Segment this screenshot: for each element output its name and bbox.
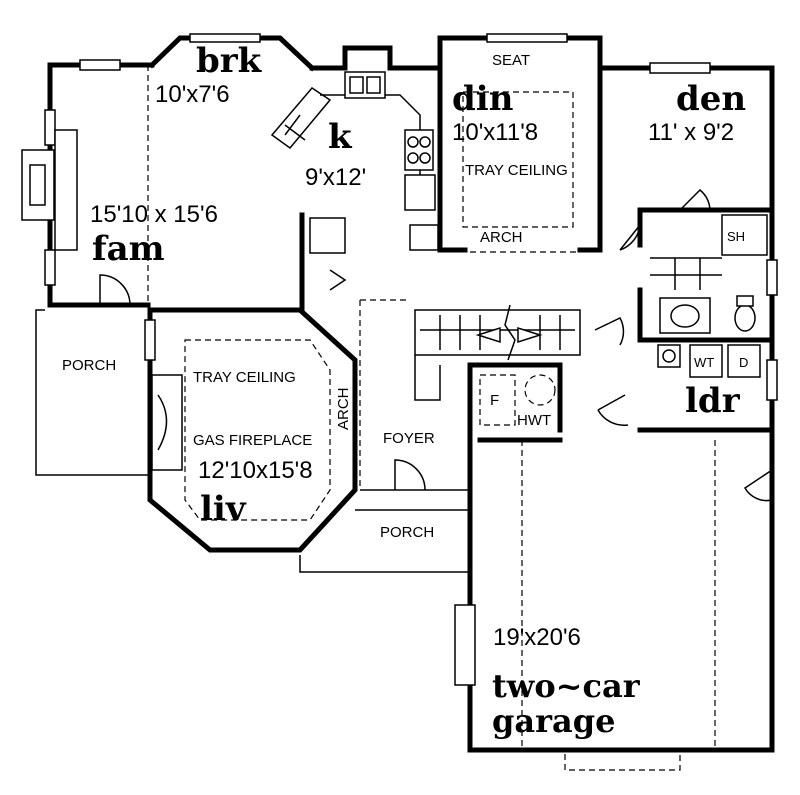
porches [35,309,468,573]
label-furnace: F [490,392,499,409]
label-sh: SH [727,229,745,244]
room-name-garage-line1: two~car [492,667,641,705]
label-tray-ceiling-din: TRAY CEILING [465,162,568,179]
room-name-k: k [328,117,353,157]
label-dryer: D [739,355,748,370]
label-foyer: FOYER [383,430,435,447]
label-washer: WT [694,355,714,370]
room-dims-fam: 15'10 x 15'6 [90,201,218,228]
room-dims-liv: 12'10x15'8 [198,457,313,484]
room-dims-den: 11' x 9'2 [648,119,734,146]
room-name-ldr: ldr [685,381,741,421]
label-porch-left: PORCH [62,357,116,374]
label-gas-fireplace: GAS FIREPLACE [193,432,312,449]
room-dims-k: 9'x12' [305,164,366,191]
dashed-outlines [147,65,716,771]
label-arch-din: ARCH [480,229,523,246]
label-seat: SEAT [492,52,530,69]
windows [44,33,778,686]
kitchen-counters [270,71,439,254]
laundry-appliances [657,344,761,378]
room-name-den: den [676,79,746,119]
label-arch-liv: ARCH [335,387,352,430]
fam-fireplace [21,129,78,251]
room-name-din: din [452,79,513,119]
door-swings [99,188,773,502]
room-name-garage-line2: garage [492,702,615,740]
liv-gas-fireplace [151,374,183,471]
room-dims-din: 10'x11'8 [452,119,538,146]
room-dims-brk: 10'x7'6 [155,81,230,108]
label-tray-ceiling-liv: TRAY CEILING [193,369,296,386]
staircase [414,304,581,401]
label-porch-front: PORCH [380,524,434,541]
bath-fixtures [650,214,768,334]
room-name-liv: liv [200,489,247,529]
room-dims-garage: 19'x20'6 [493,624,581,651]
room-name-fam: fam [92,229,165,269]
room-name-brk: brk [196,41,263,81]
mechanical-closet [479,374,556,426]
label-hwt: HWT [517,412,551,429]
